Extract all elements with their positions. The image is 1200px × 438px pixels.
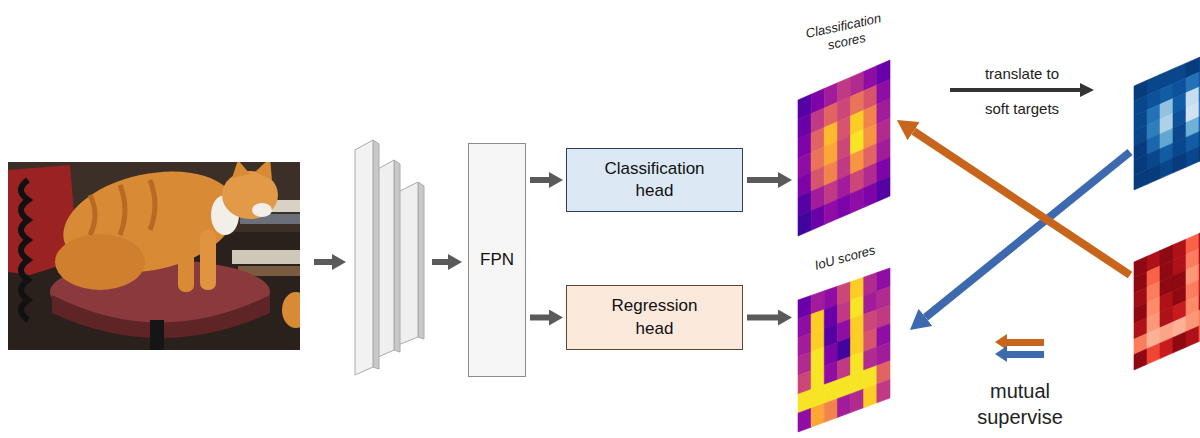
- mutual-arrow-symbol: [995, 346, 1044, 362]
- translate-arrow: [950, 88, 1080, 92]
- mutual-arrow-symbol: [995, 334, 1044, 362]
- heatmap-cell: [864, 182, 877, 207]
- heatmap-cell: [811, 205, 824, 230]
- heatmap-cell: [1173, 332, 1186, 353]
- heatmap-cell: [1199, 67, 1200, 88]
- heatmap-cell: [1199, 228, 1200, 249]
- soft-target-map: [1134, 222, 1200, 370]
- box-label: Classification head: [592, 158, 717, 202]
- supervision-arrow: [914, 131, 1130, 317]
- score-map: Classification scores: [795, 12, 895, 240]
- heatmap-cell: [1199, 52, 1200, 73]
- supervision-arrow: [914, 131, 1130, 275]
- heatmap-cell: [837, 194, 850, 219]
- heatmap-cell: [851, 188, 864, 213]
- heatmap-cell: [1147, 164, 1160, 185]
- backbone-layers: [418, 182, 424, 339]
- box-label: FPN: [480, 249, 514, 271]
- heatmap-cell: [1199, 126, 1200, 147]
- heatmap-cell: [1199, 141, 1200, 162]
- heatmap: [798, 268, 890, 432]
- cat-photo: [200, 230, 216, 290]
- heatmap-cell: [1173, 152, 1186, 173]
- heatmap-cell: [851, 389, 864, 413]
- arrow-label: soft targets: [962, 99, 1082, 119]
- heatmap-cell: [1199, 96, 1200, 117]
- backbone-layers: [373, 140, 379, 369]
- heatmap-cell: [1199, 81, 1200, 102]
- heatmap-cell: [1199, 289, 1200, 310]
- heatmap-cell: [877, 379, 890, 402]
- cat-photo: [252, 203, 272, 217]
- note-text: mutual supervise: [965, 378, 1075, 430]
- backbone-layers: [398, 182, 418, 345]
- flow-arrow: [747, 315, 778, 321]
- fpn-box: FPN: [468, 143, 526, 377]
- cat-photo: [255, 162, 272, 180]
- heatmap-cell: [811, 404, 824, 428]
- flow-arrow: [530, 177, 549, 183]
- heatmap-cell: [1199, 111, 1200, 132]
- mutual-arrow-symbol: [995, 334, 1044, 350]
- cat-photo: [232, 162, 250, 178]
- flow-arrow: [314, 262, 448, 263]
- map-title: Classification scores: [793, 8, 897, 59]
- heatmap-cell: [1186, 326, 1199, 347]
- heatmap-cell: [1199, 259, 1200, 280]
- cat-photo: [8, 162, 300, 350]
- heatmap-cell: [837, 394, 850, 418]
- cat-photo: [178, 240, 194, 292]
- head-box: Regression head: [566, 285, 743, 350]
- heatmap-cell: [798, 211, 811, 236]
- arrow-label: translate to: [962, 64, 1082, 84]
- soft-target-map: [1134, 46, 1200, 190]
- cat-photo: [282, 292, 300, 328]
- heatmap-cell: [877, 177, 890, 202]
- heatmap-cell: [824, 399, 837, 423]
- translate-arrow: [950, 90, 1080, 91]
- flow-arrow: [432, 259, 448, 265]
- heatmap-cell: [1199, 305, 1200, 326]
- supervision-arrow: [926, 152, 1131, 317]
- cat-photo: [232, 250, 300, 264]
- heatmap-cell: [1186, 147, 1199, 168]
- heatmap-cell: [864, 384, 877, 407]
- heatmap: [795, 248, 895, 436]
- backbone-layers: [355, 140, 373, 375]
- box-label: Regression head: [595, 295, 715, 339]
- score-map: IoU scores: [795, 248, 895, 436]
- heatmap-cell: [1199, 320, 1200, 341]
- heatmap-cell: [1199, 243, 1200, 264]
- cat-photo: [150, 320, 164, 350]
- head-box: Classification head: [566, 148, 743, 212]
- heatmap-cell: [1147, 343, 1160, 364]
- cat-photo: [21, 180, 28, 320]
- flow-arrow: [314, 259, 332, 265]
- cat-photo: [90, 180, 155, 235]
- flow-arrow: [747, 177, 778, 183]
- heatmap-cell: [1160, 337, 1173, 358]
- heatmap-cell: [1134, 349, 1147, 370]
- heatmap: [798, 60, 890, 236]
- backbone-layers: [355, 140, 424, 375]
- heatmap-cell: [798, 408, 811, 432]
- heatmap-cell: [824, 199, 837, 224]
- heatmap-cell: [1134, 169, 1147, 190]
- cat-photo: [55, 234, 145, 290]
- flow-arrow: [530, 315, 549, 321]
- backbone-layers: [394, 160, 400, 352]
- heatmap-cell: [1160, 158, 1173, 179]
- heatmap-cell: [1199, 274, 1200, 295]
